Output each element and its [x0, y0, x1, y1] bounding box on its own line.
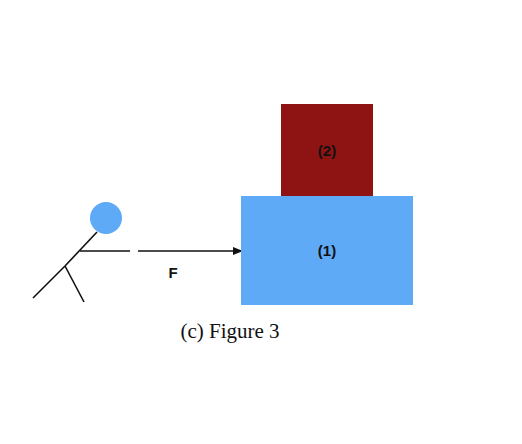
figure-caption: (c) Figure 3 — [180, 319, 279, 344]
block-one: (1) — [241, 196, 413, 305]
force-arrow — [138, 250, 242, 252]
figure-leg — [65, 266, 84, 302]
force-label: F — [168, 264, 177, 281]
block-two: (2) — [281, 104, 373, 196]
block-label: (1) — [318, 242, 336, 259]
figure-arm — [80, 250, 130, 252]
stick-figure — [33, 202, 130, 302]
figure-leg — [33, 266, 65, 298]
figure-head — [90, 202, 122, 234]
block-label: (2) — [318, 142, 336, 159]
figure-body — [65, 232, 97, 266]
